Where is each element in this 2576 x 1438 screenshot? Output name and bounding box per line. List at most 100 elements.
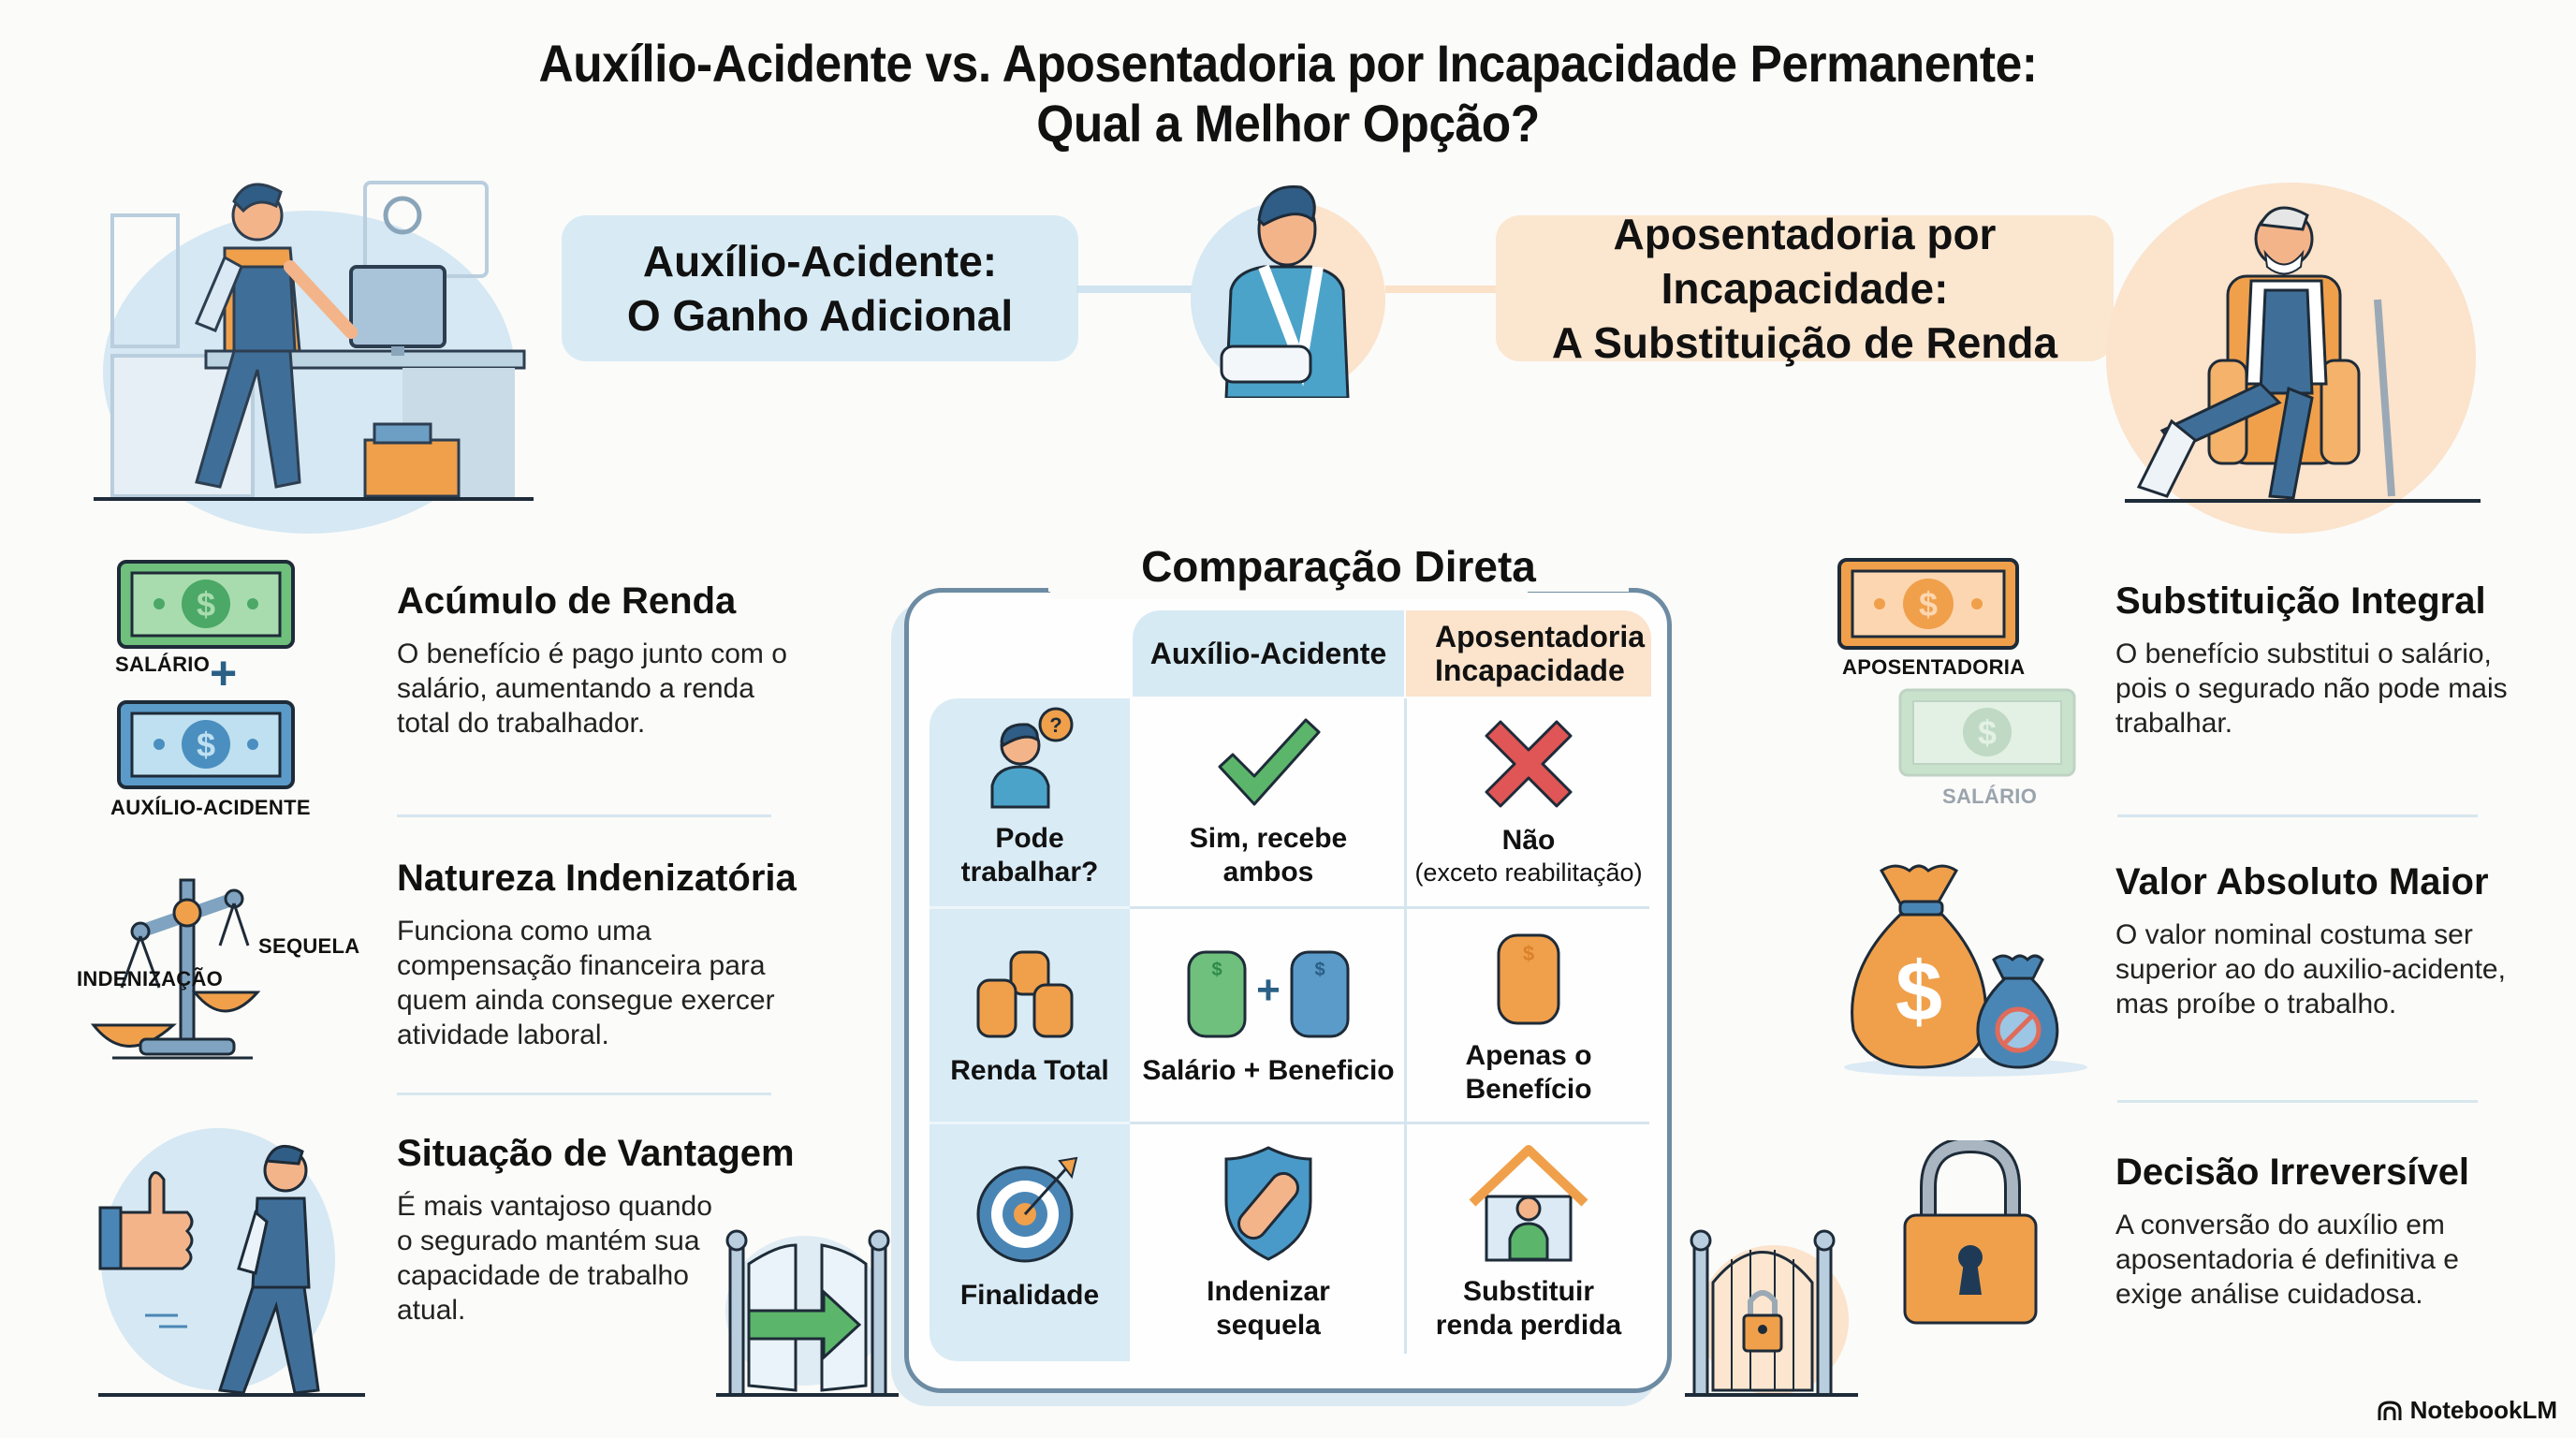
- connector-left: [1076, 286, 1198, 293]
- banner-right-line-2: A Substituição de Renda: [1551, 318, 2058, 367]
- orange-coin-stack-icon: $: [1497, 933, 1560, 1025]
- salary-banknote-icon: $: [117, 560, 295, 649]
- valor-absoluto-maior-item: Valor Absoluto Maior O valor nominal cos…: [2115, 859, 2509, 1021]
- svg-text:$: $: [1211, 960, 1222, 980]
- connector-right: [1385, 286, 1498, 293]
- cell-text: Apenas o Benefício: [1465, 1040, 1592, 1105]
- cell-auxilio-renda-total: $ + $ Salário + Beneficio: [1133, 910, 1404, 1088]
- thumbs-up-walking-worker-icon: [98, 1144, 365, 1397]
- cell-text: Sim, recebe ambos: [1189, 823, 1348, 888]
- row-label-renda-total: Renda Total: [929, 910, 1130, 1088]
- situacao-de-vantagem-item: Situação de Vantagem É mais vantajoso qu…: [397, 1131, 809, 1328]
- faded-salary-label: SALÁRIO: [1942, 785, 2038, 808]
- salary-label: SALÁRIO: [115, 653, 211, 676]
- comparison-title: Comparação Direta: [1048, 541, 1629, 592]
- decisao-irreversivel-item: Decisão Irreversível A conversão do auxí…: [2115, 1150, 2509, 1312]
- acumulo-de-renda-desc: O benefício é pago junto com o salário, …: [397, 638, 787, 739]
- table-hline: [929, 1122, 1130, 1124]
- aposentadoria-banner: Aposentadoria por Incapacidade: A Substi…: [1496, 210, 2114, 367]
- situacao-de-vantagem-title: Situação de Vantagem: [397, 1133, 795, 1174]
- decisao-irreversivel-title: Decisão Irreversível: [2115, 1152, 2470, 1193]
- cell-text: Indenizar sequela: [1207, 1276, 1330, 1341]
- open-gate-arrow-icon: [716, 1229, 899, 1397]
- retired-man-in-armchair-icon: [2125, 206, 2481, 503]
- column-header-aposentadoria: Aposentadoria Incapacidade: [1406, 610, 1651, 697]
- cell-auxilio-finalidade: Indenizar sequela: [1133, 1125, 1404, 1343]
- cell-text: Salário + Beneficio: [1142, 1055, 1395, 1086]
- table-vline: [1404, 698, 1407, 1354]
- svg-text:$: $: [1919, 585, 1938, 624]
- brand-text: NotebookLM: [2409, 1396, 2557, 1424]
- table-hline: [1130, 906, 1649, 909]
- row-label-text: Finalidade: [959, 1280, 1100, 1311]
- salary-plus-benefit-coins-icon: $ + $: [1187, 950, 1350, 1038]
- aposentadoria-label: APOSENTADORIA: [1842, 655, 2026, 679]
- cell-auxilio-pode-trabalhar: Sim, recebe ambos: [1133, 698, 1404, 897]
- column-header-aposentadoria-text: Aposentadoria Incapacidade: [1435, 620, 1646, 687]
- table-hline: [1130, 1122, 1649, 1124]
- decisao-irreversivel-desc: A conversão do auxílio em aposentadoria …: [2115, 1210, 2459, 1310]
- svg-text:?: ?: [1049, 713, 1061, 737]
- row-label-text: Renda Total: [950, 1055, 1109, 1086]
- red-x-icon: [1485, 720, 1573, 808]
- title-line-1: Auxílio-Acidente vs. Aposentadoria por I…: [538, 34, 2038, 93]
- svg-text:$: $: [197, 585, 215, 624]
- cell-aposentadoria-finalidade: Substituir renda perdida: [1406, 1125, 1651, 1343]
- svg-text:$: $: [1523, 942, 1534, 965]
- person-question-icon: ?: [990, 707, 1074, 809]
- banner-left-line-2: O Ganho Adicional: [626, 291, 1014, 340]
- padlock-icon: [1903, 1140, 2038, 1325]
- substituicao-integral-desc: O benefício substitui o salário, pois o …: [2115, 638, 2508, 739]
- substituicao-integral-title: Substituição Integral: [2115, 580, 2486, 622]
- cell-text: Substituir renda perdida: [1435, 1276, 1622, 1341]
- injured-worker-at-desk-icon: [94, 181, 534, 501]
- valor-absoluto-maior-title: Valor Absoluto Maior: [2115, 861, 2489, 902]
- row-label-pode-trabalhar: ? Pode trabalhar?: [929, 698, 1130, 897]
- banner-right-line-1: Aposentadoria por Incapacidade:: [1613, 210, 1997, 313]
- cell-aposentadoria-pode-trabalhar: Não (exceto reabilitação): [1406, 698, 1651, 897]
- acumulo-de-renda-title: Acúmulo de Renda: [397, 580, 737, 622]
- svg-text:$: $: [197, 726, 215, 764]
- valor-absoluto-maior-desc: O valor nominal costuma ser superior ao …: [2115, 919, 2506, 1020]
- substituicao-integral-item: Substituição Integral O benefício substi…: [2115, 579, 2509, 741]
- row-label-finalidade: Finalidade: [929, 1125, 1130, 1313]
- divider: [2117, 1100, 2478, 1103]
- cell-text: Não: [1501, 825, 1556, 856]
- row-label-text: Pode trabalhar?: [960, 823, 1099, 888]
- divider: [2117, 814, 2478, 817]
- notebooklm-logo-icon: [2378, 1400, 2402, 1420]
- page-title: Auxílio-Acidente vs. Aposentadoria por I…: [103, 34, 2473, 154]
- cell-aposentadoria-renda-total: $ Apenas o Benefício: [1406, 910, 1651, 1107]
- svg-text:$: $: [1314, 960, 1325, 980]
- auxilio-acidente-label: AUXÍLIO-ACIDENTE: [110, 796, 311, 819]
- aposentadoria-banknote-icon: $: [1837, 558, 2019, 650]
- target-arrow-icon: [976, 1156, 1078, 1263]
- acumulo-de-renda-item: Acúmulo de Renda O benefício é pago junt…: [397, 579, 809, 741]
- faded-salary-banknote-icon: $: [1898, 688, 2076, 777]
- cell-note: (exceto reabilitação): [1414, 858, 1643, 887]
- svg-text:+: +: [1256, 967, 1281, 1013]
- divider: [397, 814, 771, 817]
- coin-stacks-icon: [976, 950, 1074, 1038]
- plus-icon: +: [210, 647, 238, 699]
- auxilio-banknote-icon: $: [117, 700, 295, 789]
- notebooklm-watermark: NotebookLM: [2377, 1396, 2557, 1425]
- natureza-indenizatoria-desc: Funciona como uma compensação financeira…: [397, 916, 775, 1050]
- person-with-arm-sling-icon: [1220, 184, 1350, 398]
- situacao-de-vantagem-desc: É mais vantajoso quando o segurado manté…: [397, 1191, 712, 1326]
- svg-text:$: $: [1978, 713, 1997, 752]
- divider: [397, 1093, 771, 1095]
- table-hline: [929, 906, 1130, 909]
- sequela-label: SEQUELA: [258, 934, 360, 958]
- house-person-icon: [1469, 1145, 1588, 1262]
- column-header-auxilio: Auxílio-Acidente: [1133, 610, 1404, 697]
- money-bags-icon: $: [1844, 864, 2087, 1077]
- svg-text:$: $: [1895, 946, 1942, 1039]
- auxilio-acidente-banner: Auxílio-Acidente: O Ganho Adicional: [562, 215, 1078, 361]
- locked-gate-icon: [1685, 1229, 1858, 1397]
- banner-left-line-1: Auxílio-Acidente:: [642, 237, 998, 286]
- balance-scale-icon: [90, 878, 261, 1060]
- green-check-icon: [1218, 718, 1321, 806]
- indenizacao-label: INDENIZAÇÃO: [77, 967, 224, 990]
- natureza-indenizatoria-item: Natureza Indenizatória Funciona como uma…: [397, 856, 809, 1052]
